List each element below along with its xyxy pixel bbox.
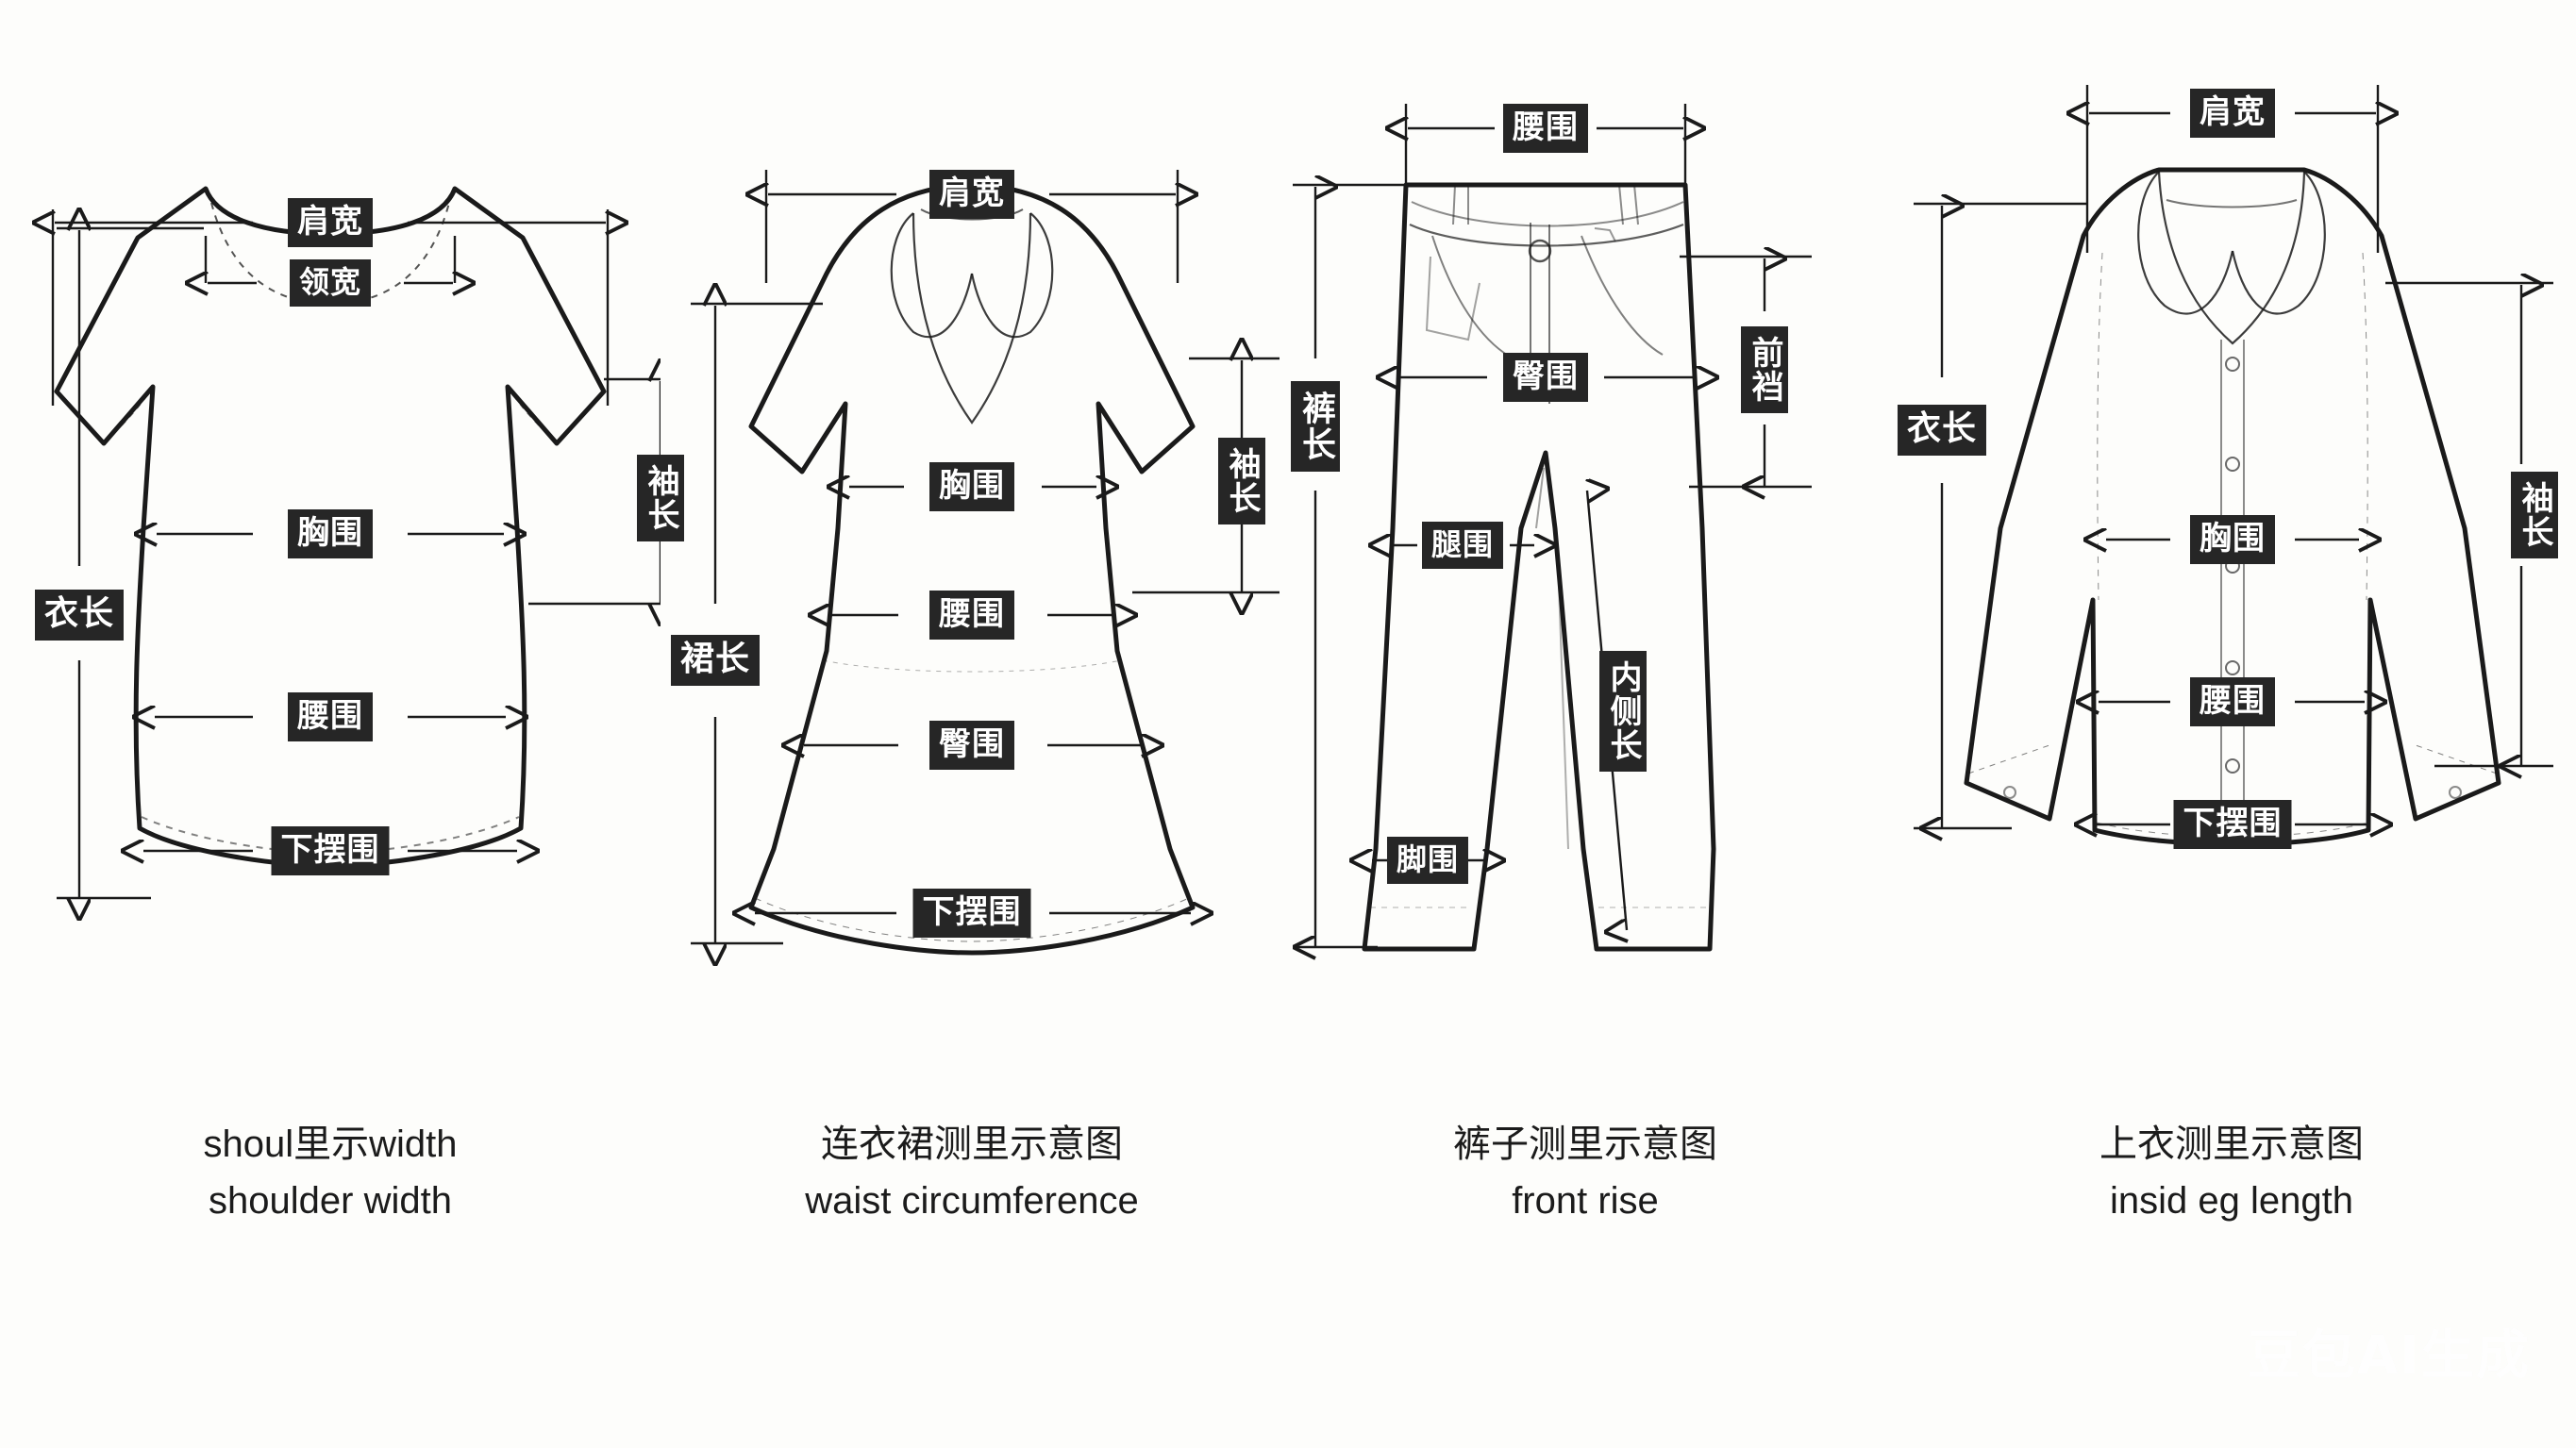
panel-dress: 肩宽 袖长 胸围 裙长 腰围 臀围 下摆围 连衣裙测里示意图 waist cir… (661, 0, 1283, 1448)
label-hem: 下摆围 (272, 827, 389, 874)
label-hip: 臀围 (930, 722, 1013, 769)
label-waist: 腰围 (2191, 678, 2274, 725)
watermark: 豆包AI生成 (2247, 1325, 2531, 1387)
label-hem: 下摆围 (913, 890, 1030, 937)
label-waist: 腰围 (930, 591, 1013, 639)
label-pants-length: 裤长 (1292, 382, 1339, 471)
pants-illustration (1283, 0, 1887, 1113)
caption-en-dress: waist circumference (805, 1180, 1139, 1222)
panel-pants: 腰围 前裆 臀围 腿围 裤长 内侧长 脚围 裤子测里示意图 front rise (1283, 0, 1887, 1448)
caption-cn-tshirt: shoul里示width (203, 1123, 458, 1165)
label-sleeve-length: 袖长 (2512, 473, 2557, 558)
panel-tshirt: 肩宽 领宽 袖长 胸围 衣长 腰围 下摆围 shoul里示width shoul… (0, 0, 683, 1448)
label-leg-opening: 脚围 (1387, 838, 1468, 883)
tshirt-illustration (0, 0, 661, 1113)
dress-illustration (661, 0, 1283, 1113)
label-shoulder-width: 肩宽 (2191, 90, 2274, 137)
label-hem: 下摆围 (2174, 801, 2291, 848)
label-shoulder-width: 肩宽 (930, 171, 1013, 218)
caption-en-pants: front rise (1512, 1180, 1659, 1222)
label-waist: 腰围 (289, 693, 372, 741)
label-neck-width: 领宽 (290, 260, 371, 306)
label-shoulder-width: 肩宽 (289, 199, 372, 246)
label-skirt-length: 裙长 (671, 636, 760, 685)
label-bust: 胸围 (289, 510, 372, 558)
label-sleeve-length: 袖长 (1219, 439, 1264, 524)
label-bust: 胸围 (930, 463, 1013, 510)
label-sleeve-length: 袖长 (638, 456, 683, 541)
panel-shirt: 肩宽 衣长 胸围 袖长 腰围 下摆围 上衣测里示意图 insid eg leng… (1887, 0, 2576, 1448)
caption-en-tshirt: shoulder width (209, 1180, 452, 1222)
caption-en-shirt: insid eg length (2110, 1180, 2353, 1222)
label-bust: 胸围 (2191, 516, 2274, 563)
label-thigh: 腿围 (1422, 523, 1503, 568)
label-waist: 腰围 (1504, 105, 1587, 152)
label-garment-length: 衣长 (35, 591, 124, 640)
caption-cn-pants: 裤子测里示意图 (1453, 1123, 1717, 1165)
caption-cn-shirt: 上衣测里示意图 (2099, 1123, 2364, 1165)
label-garment-length: 衣长 (1898, 406, 1986, 455)
caption-cn-dress: 连衣裙测里示意图 (821, 1123, 1123, 1165)
label-front-rise: 前裆 (1742, 327, 1787, 412)
label-inseam: 内侧长 (1600, 652, 1646, 771)
label-hip: 臀围 (1504, 354, 1587, 401)
